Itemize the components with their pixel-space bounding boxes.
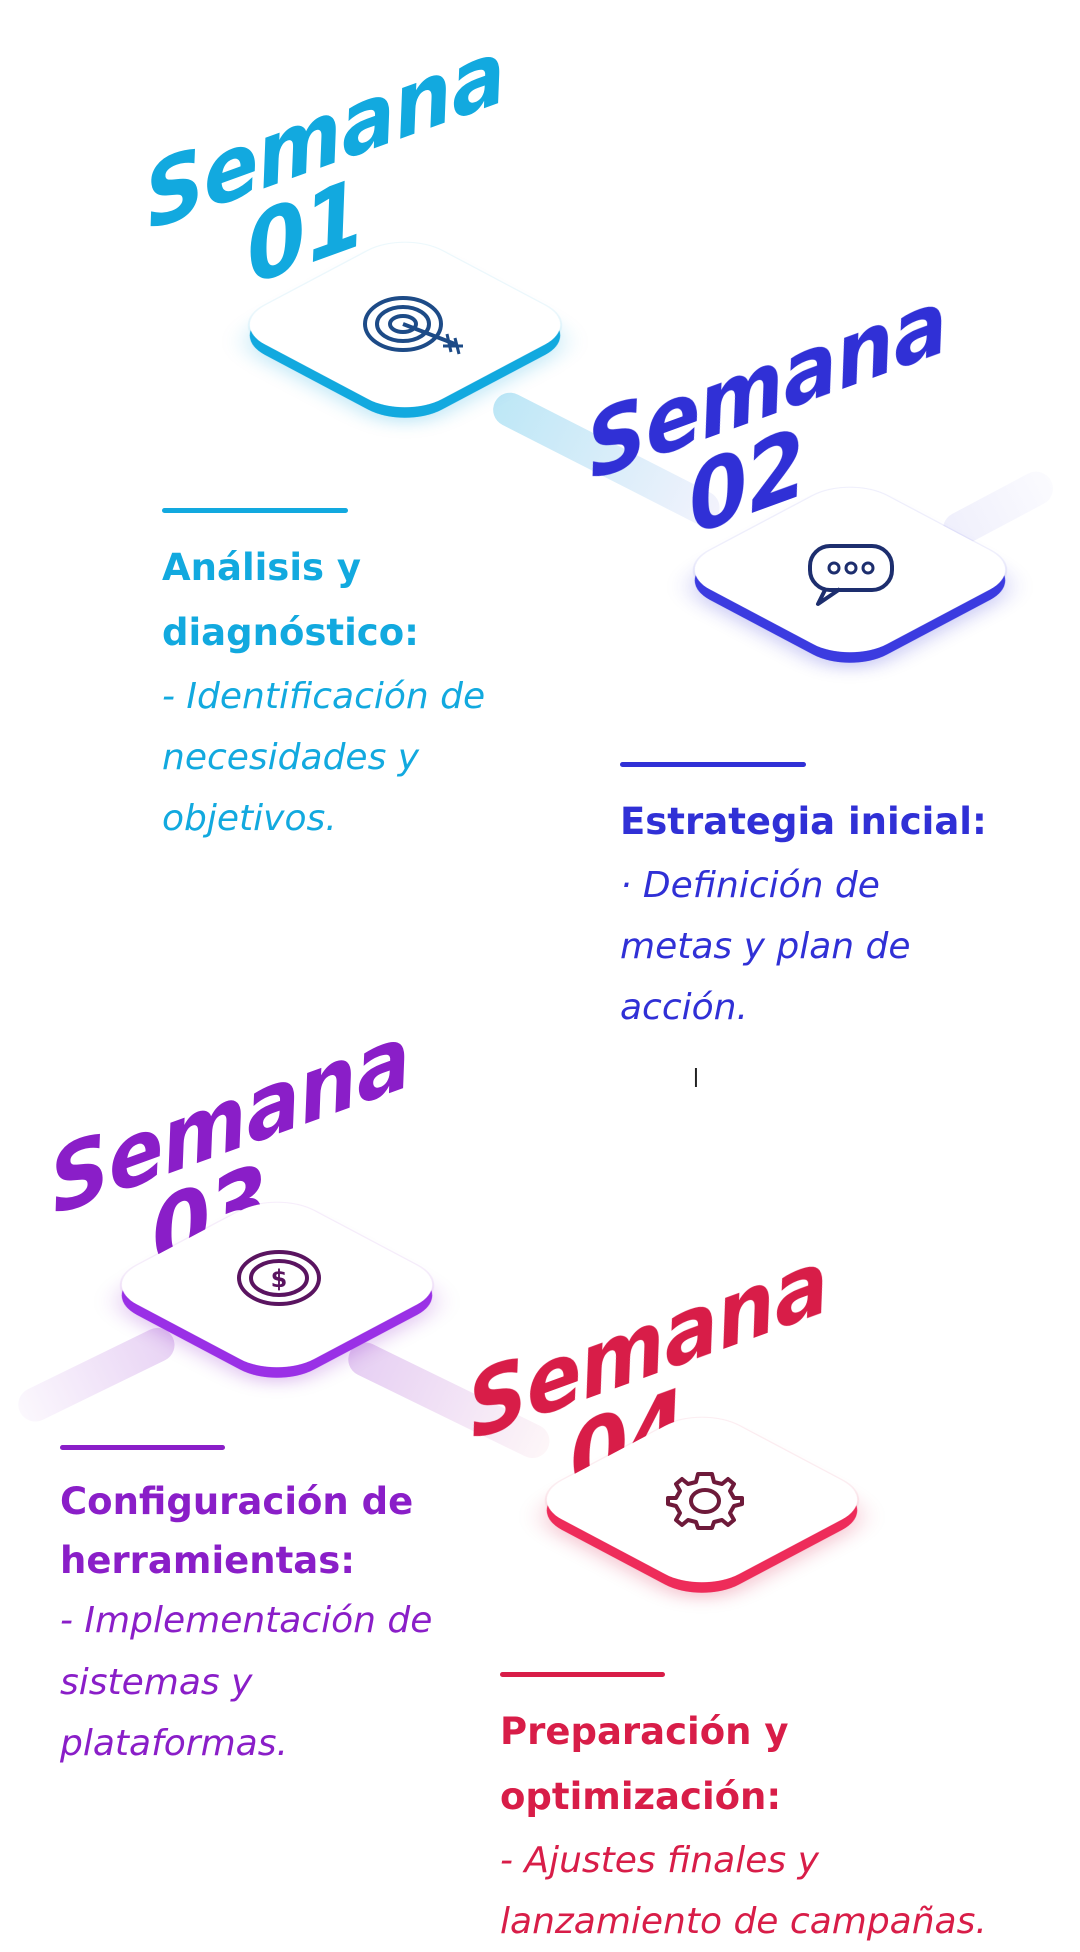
connector-3-left: [12, 1322, 181, 1428]
gear-icon: [660, 1468, 750, 1532]
chat-bubble-icon: [800, 540, 900, 610]
week-4-heading: Preparación y optimización:: [500, 1710, 789, 1818]
week-2-description: Estrategia inicial: · Definición de meta…: [620, 790, 1020, 1038]
week-3-rule: [60, 1445, 225, 1450]
week-1-text: - Identificación de necesidades y objeti…: [162, 675, 486, 839]
week-1-heading: Análisis y diagnóstico:: [162, 546, 419, 654]
week-4-description: Preparación y optimización: - Ajustes fi…: [500, 1700, 1040, 1952]
week-2-text: · Definición de metas y plan de acción.: [620, 864, 911, 1029]
week-1-rule: [162, 508, 348, 513]
week-3-text: - Implementación de sistemas y plataform…: [60, 1600, 433, 1764]
dollar-coin-icon: $: [236, 1248, 322, 1308]
stray-mark: ꟾ: [693, 1068, 699, 1092]
week-3-heading: Configuración de herramientas:: [60, 1480, 414, 1583]
week-4-rule: [500, 1672, 665, 1677]
svg-text:$: $: [271, 1265, 288, 1293]
week-4-text: - Ajustes finales y lanzamiento de campa…: [500, 1839, 987, 1942]
week-1-description: Análisis y diagnóstico: - Identificación…: [162, 536, 492, 849]
week-3-description: Configuración de herramientas: - Impleme…: [60, 1472, 480, 1774]
week-2-heading: Estrategia inicial:: [620, 800, 987, 843]
target-icon: [355, 288, 475, 368]
week-2-rule: [620, 762, 806, 767]
